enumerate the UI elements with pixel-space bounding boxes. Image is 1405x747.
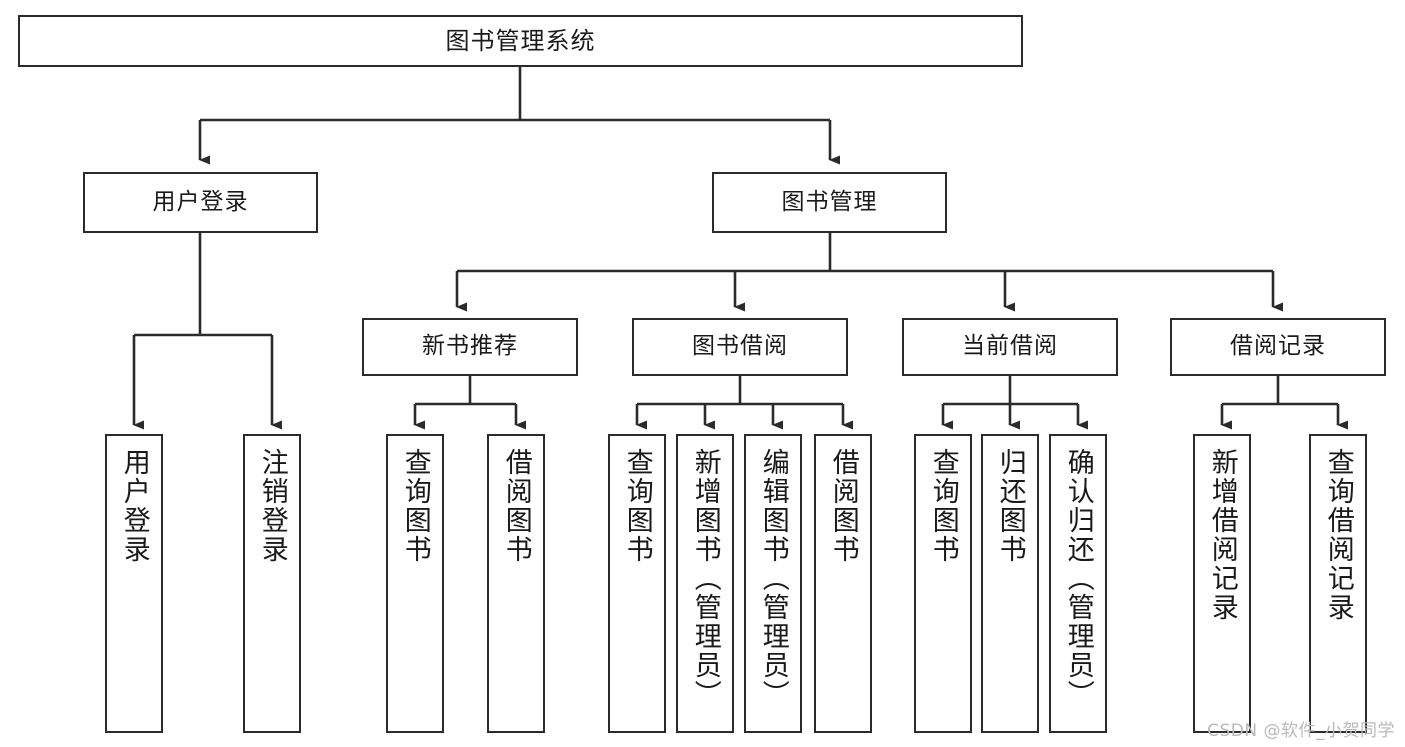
node-label: 借阅记录 <box>1230 333 1326 360</box>
leaf-label: 借阅图书 <box>500 448 532 564</box>
leaf-current-borrow-0[interactable]: 查询图书 <box>914 434 972 733</box>
node-current-borrow[interactable]: 当前借阅 <box>902 318 1118 376</box>
leaf-label: 注销登录 <box>256 448 288 564</box>
leaf-label: 新增借阅记录 <box>1206 448 1238 622</box>
node-user-login[interactable]: 用户登录 <box>83 172 318 233</box>
leaf-current-borrow-2[interactable]: 确认归还（管理员） <box>1049 434 1107 733</box>
node-label: 图书管理 <box>781 188 878 215</box>
leaf-borrow-record-1[interactable]: 查询借阅记录 <box>1309 434 1367 733</box>
leaf-book-borrow-3[interactable]: 借阅图书 <box>814 434 872 733</box>
leaf-label: 查询图书 <box>927 448 959 564</box>
node-label: 当前借阅 <box>962 333 1058 360</box>
leaf-label: 借阅图书 <box>827 448 859 564</box>
leaf-label: 查询图书 <box>621 448 653 564</box>
node-label: 用户登录 <box>152 188 249 215</box>
leaf-book-borrow-0[interactable]: 查询图书 <box>608 434 666 733</box>
leaf-label: 新增图书（管理员） <box>689 448 721 709</box>
leaf-label: 查询借阅记录 <box>1322 448 1354 622</box>
node-borrow-record[interactable]: 借阅记录 <box>1170 318 1386 376</box>
leaf-borrow-record-0[interactable]: 新增借阅记录 <box>1193 434 1251 733</box>
node-root-system[interactable]: 图书管理系统 <box>18 15 1023 67</box>
leaf-book-borrow-2[interactable]: 编辑图书（管理员） <box>744 434 802 733</box>
leaf-label: 查询图书 <box>399 448 431 564</box>
leaf-label: 用户登录 <box>118 448 150 564</box>
node-label: 图书管理系统 <box>445 26 596 55</box>
leaf-label: 归还图书 <box>994 448 1026 564</box>
watermark-text: CSDN @软件_小贺同学 <box>1207 721 1395 741</box>
leaf-book-borrow-1[interactable]: 新增图书（管理员） <box>676 434 734 733</box>
leaf-label: 编辑图书（管理员） <box>757 448 789 709</box>
leaf-new-book-rec-0[interactable]: 查询图书 <box>386 434 444 733</box>
leaf-current-borrow-1[interactable]: 归还图书 <box>981 434 1039 733</box>
leaf-user-login-1[interactable]: 注销登录 <box>243 434 301 733</box>
node-book-manage[interactable]: 图书管理 <box>712 172 947 233</box>
leaf-label: 确认归还（管理员） <box>1062 448 1094 709</box>
node-book-borrow[interactable]: 图书借阅 <box>632 318 848 376</box>
leaf-new-book-rec-1[interactable]: 借阅图书 <box>487 434 545 733</box>
leaf-user-login-0[interactable]: 用户登录 <box>105 434 163 733</box>
node-label: 新书推荐 <box>422 333 518 360</box>
node-new-book-recommend[interactable]: 新书推荐 <box>362 318 578 376</box>
node-label: 图书借阅 <box>692 333 788 360</box>
